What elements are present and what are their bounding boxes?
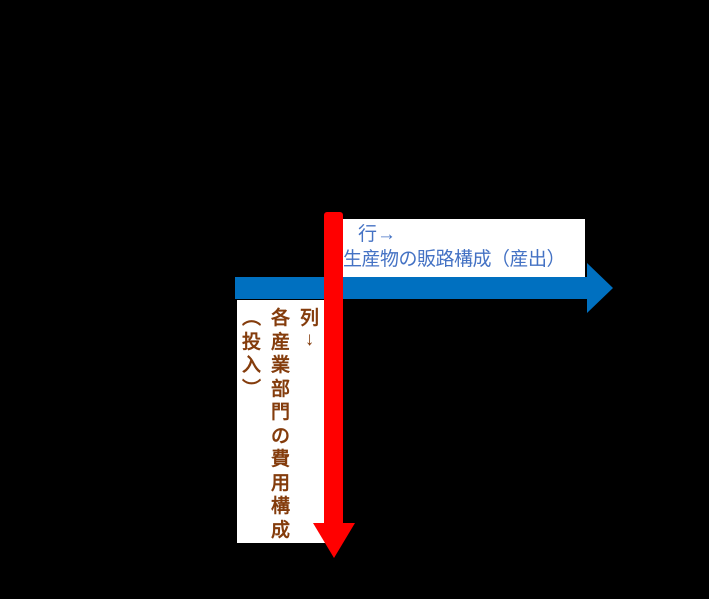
row-label-line1: 行→ [358,224,397,245]
vertical-char: （ [238,307,260,327]
column-label-col1: 列↓ [295,305,324,543]
vertical-char: 投 [241,331,261,353]
vertical-char: 列 [299,308,319,330]
vertical-char: ↓ [304,329,315,351]
vertical-char: 入 [241,355,261,377]
column-direction-arrow-head-icon [313,523,355,558]
vertical-char: 構 [270,496,290,518]
vertical-char: 産 [270,331,290,353]
vertical-char: 成 [270,519,290,541]
row-label-box: 行→ 生産物の販路構成（産出） [342,219,585,277]
row-label-line2: 生産物の販路構成（産出） [343,249,566,270]
vertical-char: ） [238,377,260,397]
vertical-char: 用 [270,472,290,494]
vertical-char: 業 [270,355,290,377]
row-direction-arrow-shaft [235,277,587,299]
row-direction-arrow-head-icon [587,263,613,313]
vertical-char: の [270,425,290,447]
vertical-char: 費 [270,449,290,471]
column-label-col3: （ 投入） [237,305,266,543]
vertical-char: 部 [270,378,290,400]
vertical-char: 各 [270,308,290,330]
column-direction-arrow-shaft [324,212,343,523]
column-label-box: 列↓ 各産業部門の費用構成 （ 投入） [237,300,327,543]
vertical-char: 門 [270,402,290,424]
column-label-col2: 各産業部門の費用構成 [266,305,295,543]
